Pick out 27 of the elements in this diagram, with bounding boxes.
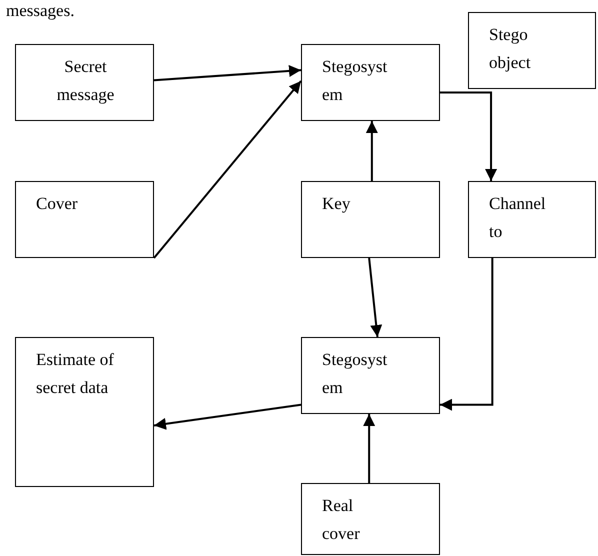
box-label: Real cover [322,495,361,545]
process-box [468,181,596,258]
process-box [301,181,440,258]
process-box [15,337,154,487]
process-box [15,181,154,258]
arrow [153,80,302,259]
text-fragment: messages. [6,1,74,21]
arrow [368,258,382,338]
arrow [363,414,376,483]
box-label: Cover [36,193,79,215]
arrow [154,404,302,430]
box-label: Estimate of secret data [36,349,115,399]
box-label: Stegosyst em [322,349,388,399]
process-box [468,12,596,89]
arrow [440,258,494,411]
arrow [440,92,498,181]
box-label: Key [322,193,352,215]
arrow [154,65,302,82]
box-label: Stegosyst em [322,56,388,106]
arrow [366,121,378,181]
process-box [301,337,440,414]
process-box [301,483,440,555]
process-box [301,44,440,121]
process-box [15,44,154,121]
box-label: Channel to [489,193,547,243]
box-label: Secret message [56,56,116,106]
box-label: Stego object [489,24,532,74]
